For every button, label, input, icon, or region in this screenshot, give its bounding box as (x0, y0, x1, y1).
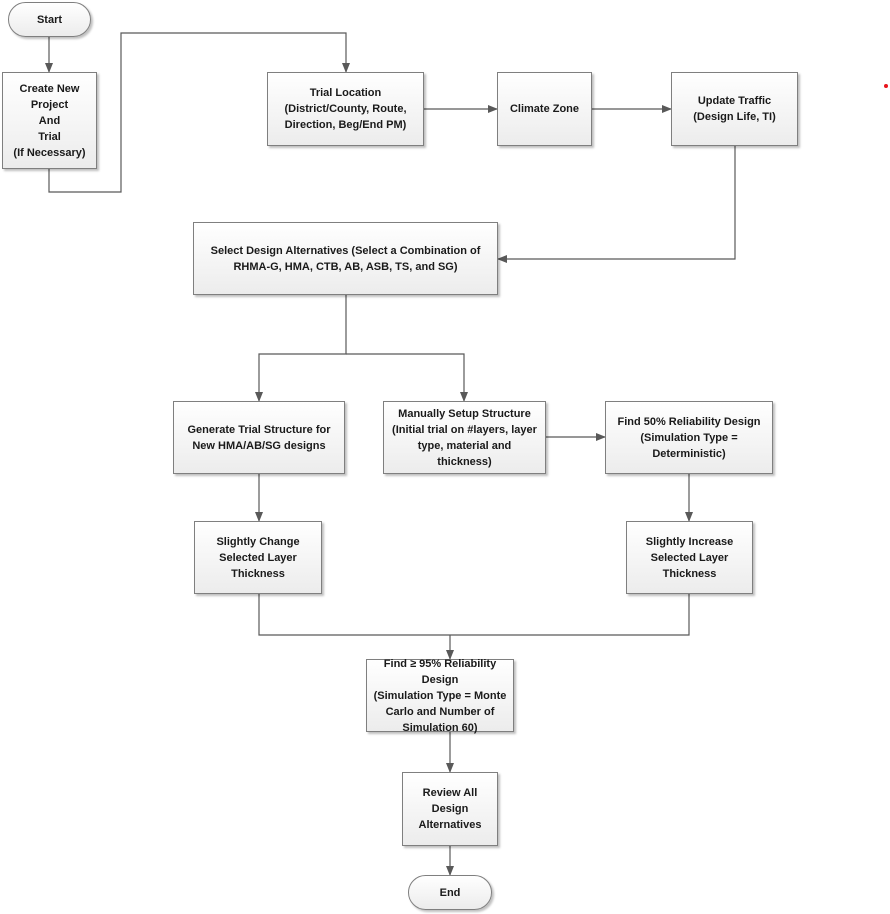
start-terminator: Start (8, 2, 91, 37)
find-95-reliability-step: Find ≥ 95% Reliability Design (Simulatio… (366, 658, 514, 734)
select-design-alternatives-step: Select Design Alternatives (Select a Com… (193, 222, 498, 295)
climate-zone-step: Climate Zone (497, 72, 592, 146)
slightly-change-thickness-step: Slightly Change Selected Layer Thickness (194, 521, 322, 594)
edge-change-to-find95 (258, 594, 690, 636)
create-project-step: Create New Project And Trial (If Necessa… (2, 72, 97, 169)
end-terminator: End (408, 875, 492, 910)
red-marker-dot (884, 84, 888, 88)
trial-location-step: Trial Location (District/County, Route, … (267, 72, 424, 146)
review-alternatives-step: Review All Design Alternatives (402, 772, 498, 846)
edge-traffic-to-alternatives (497, 146, 736, 263)
manual-setup-structure-step: Manually Setup Structure (Initial trial … (383, 401, 546, 474)
edge-alternatives-to-generate (255, 295, 347, 402)
update-traffic-step: Update Traffic (Design Life, TI) (671, 72, 798, 146)
find-50-reliability-step: Find 50% Reliability Design (Simulation … (605, 401, 773, 474)
slightly-increase-thickness-step: Slightly Increase Selected Layer Thickne… (626, 521, 753, 594)
edge-create-to-location (48, 32, 350, 193)
generate-trial-structure-step: Generate Trial Structure for New HMA/AB/… (173, 401, 345, 474)
edge-alternatives-to-manual (346, 353, 468, 402)
